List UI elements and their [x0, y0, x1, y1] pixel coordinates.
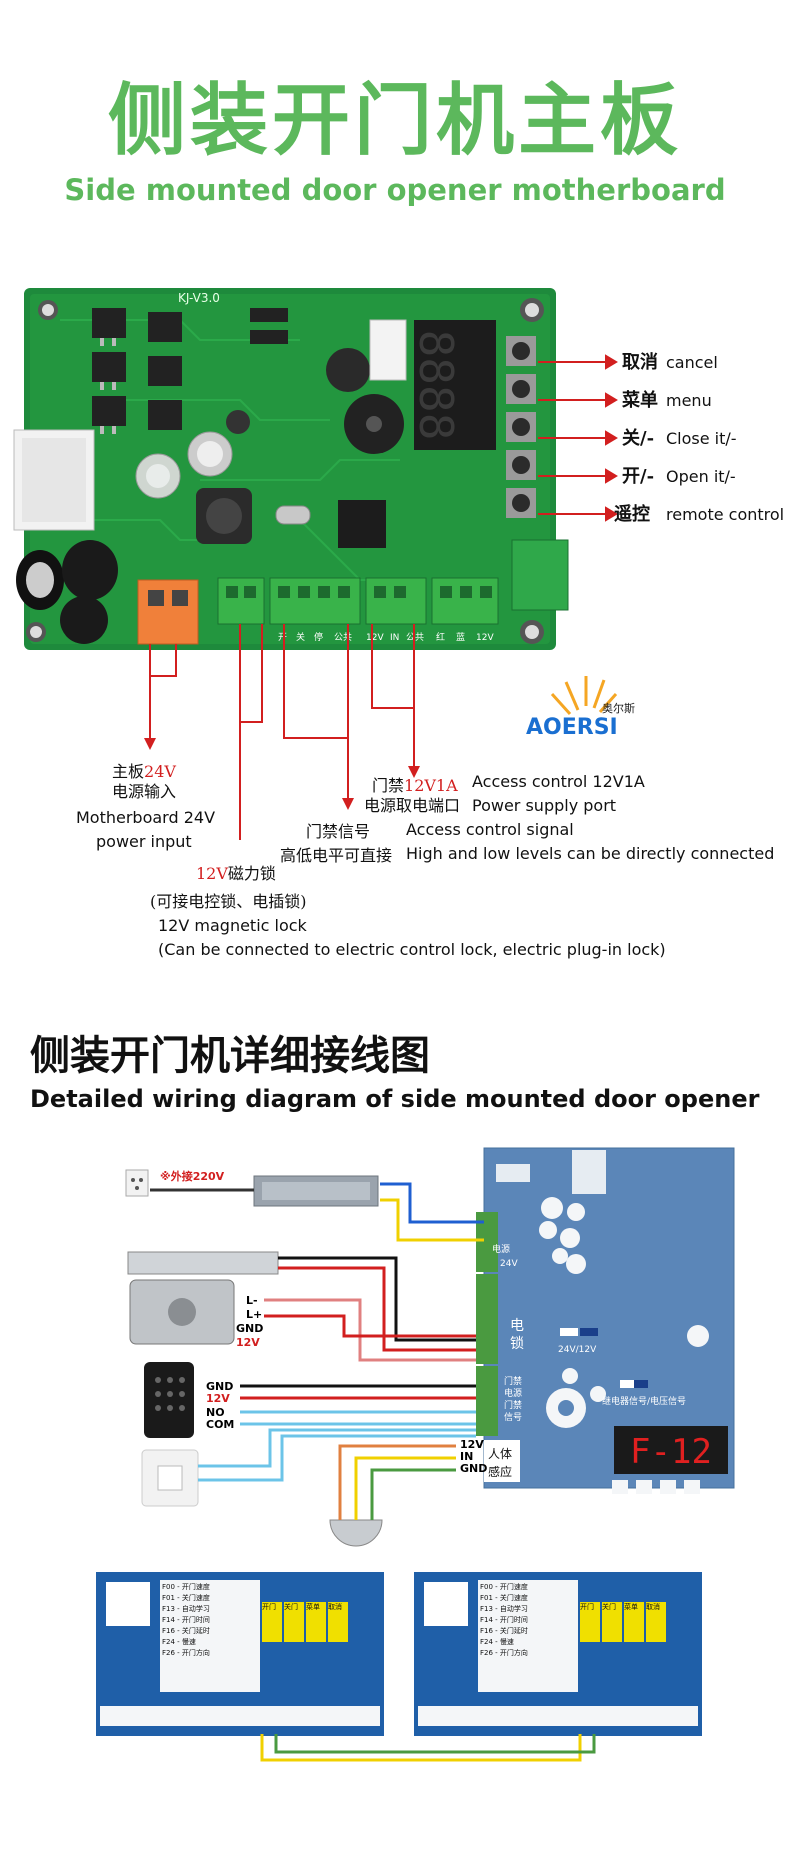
mini-terminal-strip	[100, 1706, 380, 1726]
svg-text:电源: 电源	[492, 1243, 510, 1255]
svg-text:电源: 电源	[504, 1387, 522, 1399]
wiring-diagram: 24V/12V 继电器信号/电压信号 F-12 电源 24V 电 锁 门禁 电源…	[125, 1147, 735, 1547]
svg-text:公共: 公共	[406, 632, 424, 643]
page-title: 侧装开门机主板	[107, 76, 682, 166]
mini-button-cancel: 取消	[328, 1602, 348, 1642]
svg-text:奥尔斯: 奥尔斯	[602, 701, 635, 715]
svg-text:红: 红	[436, 631, 445, 643]
svg-text:信号: 信号	[504, 1411, 522, 1423]
mini-button-close: 关门	[602, 1602, 622, 1642]
button-label-menu-en: menu	[666, 391, 712, 410]
svg-text:感应: 感应	[488, 1464, 512, 1479]
mini-board-right: F00 - 开门速度 F01 - 关门速度 F13 - 自动学习 F14 - 开…	[414, 1572, 702, 1736]
annotation-signal-en-2: High and low levels can be directly conn…	[406, 844, 775, 863]
menu-list: F00 - 开门速度 F01 - 关门速度 F13 - 自动学习 F14 - 开…	[160, 1580, 260, 1692]
button-label-remote-en: remote control	[666, 505, 785, 524]
button-label-remote-cn: 遥控	[614, 504, 650, 525]
menu-list: F00 - 开门速度 F01 - 关门速度 F13 - 自动学习 F14 - 开…	[478, 1580, 578, 1692]
wiring-title-en: Detailed wiring diagram of side mounted …	[30, 1085, 760, 1113]
board-buttons	[506, 336, 536, 518]
svg-text:蓝: 蓝	[456, 631, 465, 643]
annotation-lock-en: 12V magnetic lock	[158, 916, 307, 935]
mini-terminal-strip	[418, 1706, 698, 1726]
svg-text:12V: 12V	[236, 1336, 260, 1349]
annotation-lock-cn-2: (可接电控锁、电插锁)	[150, 892, 307, 911]
svg-text:AOERSI: AOERSI	[526, 715, 618, 740]
mini-button-cancel: 取消	[646, 1602, 666, 1642]
svg-text:NO: NO	[206, 1406, 225, 1419]
svg-text:关: 关	[296, 631, 305, 643]
button-label-open-en: Open it/-	[666, 467, 736, 486]
button-label-menu-cn: 菜单	[622, 390, 658, 411]
mini-board-left: F00 - 开门速度 F01 - 关门速度 F13 - 自动学习 F14 - 开…	[96, 1572, 384, 1736]
button-arrows	[538, 354, 618, 522]
board-version: KJ-V3.0	[178, 291, 220, 305]
svg-text:继电器信号/电压信号: 继电器信号/电压信号	[602, 1395, 686, 1407]
svg-text:12V: 12V	[366, 633, 384, 643]
annotation-lock-en-2: (Can be connected to electric control lo…	[158, 940, 666, 959]
button-label-close-cn: 关/-	[622, 428, 655, 449]
svg-text:12V: 12V	[206, 1392, 230, 1405]
svg-text:8888: 8888	[409, 330, 463, 441]
annotation-lock-cn: 12V磁力锁	[196, 864, 276, 883]
button-label-cancel-cn: 取消	[622, 352, 658, 373]
svg-text:24V/12V: 24V/12V	[558, 1345, 597, 1355]
svg-text:锁: 锁	[510, 1336, 524, 1352]
annotation-power-en: Motherboard 24V	[76, 808, 216, 827]
svg-text:COM: COM	[206, 1418, 234, 1431]
svg-text:公共: 公共	[334, 632, 352, 643]
svg-text:IN: IN	[460, 1450, 473, 1463]
brand-logo: AOERSI 奥尔斯	[526, 676, 635, 740]
annotation-power-en-2: power input	[96, 832, 192, 851]
annotation-access-en-2: Power supply port	[472, 796, 617, 815]
qr-code-icon	[106, 1582, 150, 1626]
mini-button-menu: 菜单	[624, 1602, 644, 1642]
svg-text:门禁: 门禁	[504, 1375, 522, 1387]
svg-text:12V: 12V	[476, 633, 494, 643]
mini-button-menu: 菜单	[306, 1602, 326, 1642]
led-display	[414, 320, 496, 450]
svg-text:12V: 12V	[460, 1438, 484, 1451]
svg-text:GND: GND	[236, 1322, 263, 1335]
svg-text:24V: 24V	[500, 1259, 518, 1269]
annotation-signal-cn-2: 高低电平可直接	[280, 846, 393, 865]
svg-text:L-: L-	[246, 1294, 258, 1307]
svg-text:L+: L+	[246, 1308, 262, 1321]
annotation-power-cn-2: 电源输入	[112, 782, 177, 801]
mini-button-close: 关门	[284, 1602, 304, 1642]
svg-text:停: 停	[314, 631, 323, 643]
wiring-title-cn: 侧装开门机详细接线图	[30, 1033, 430, 1079]
annotation-access-en: Access control 12V1A	[472, 772, 645, 791]
qr-code-icon	[424, 1582, 468, 1626]
mini-button-open: 开门	[262, 1602, 282, 1642]
motherboard-illustration: KJ-V3.0 8888	[13, 288, 635, 840]
annotation-access-cn: 门禁12V1A	[372, 776, 458, 795]
svg-text:人体: 人体	[488, 1447, 512, 1461]
svg-text:GND: GND	[206, 1380, 233, 1393]
button-label-open-cn: 开/-	[622, 466, 655, 487]
wiring-led-display	[614, 1426, 728, 1474]
button-label-close-en: Close it/-	[666, 429, 737, 448]
annotation-signal-en: Access control signal	[406, 820, 574, 839]
mini-button-open: 开门	[580, 1602, 600, 1642]
annotation-power-cn: 主板24V	[112, 762, 176, 781]
terminal-leaders	[149, 624, 415, 840]
svg-text:GND: GND	[460, 1462, 487, 1475]
annotation-signal-cn: 门禁信号	[306, 822, 371, 841]
page-subtitle: Side mounted door opener motherboard	[64, 173, 726, 207]
button-label-cancel-en: cancel	[666, 353, 718, 372]
svg-text:IN: IN	[390, 633, 399, 643]
svg-text:电: 电	[510, 1318, 524, 1334]
annotation-access-cn-2: 电源取电端口	[364, 796, 461, 815]
svg-text:F-12: F-12	[630, 1432, 712, 1472]
svg-text:开: 开	[278, 632, 287, 643]
board-link-wires	[260, 1734, 596, 1762]
svg-text:※外接220V: ※外接220V	[160, 1169, 225, 1183]
svg-text:门禁: 门禁	[504, 1399, 522, 1411]
